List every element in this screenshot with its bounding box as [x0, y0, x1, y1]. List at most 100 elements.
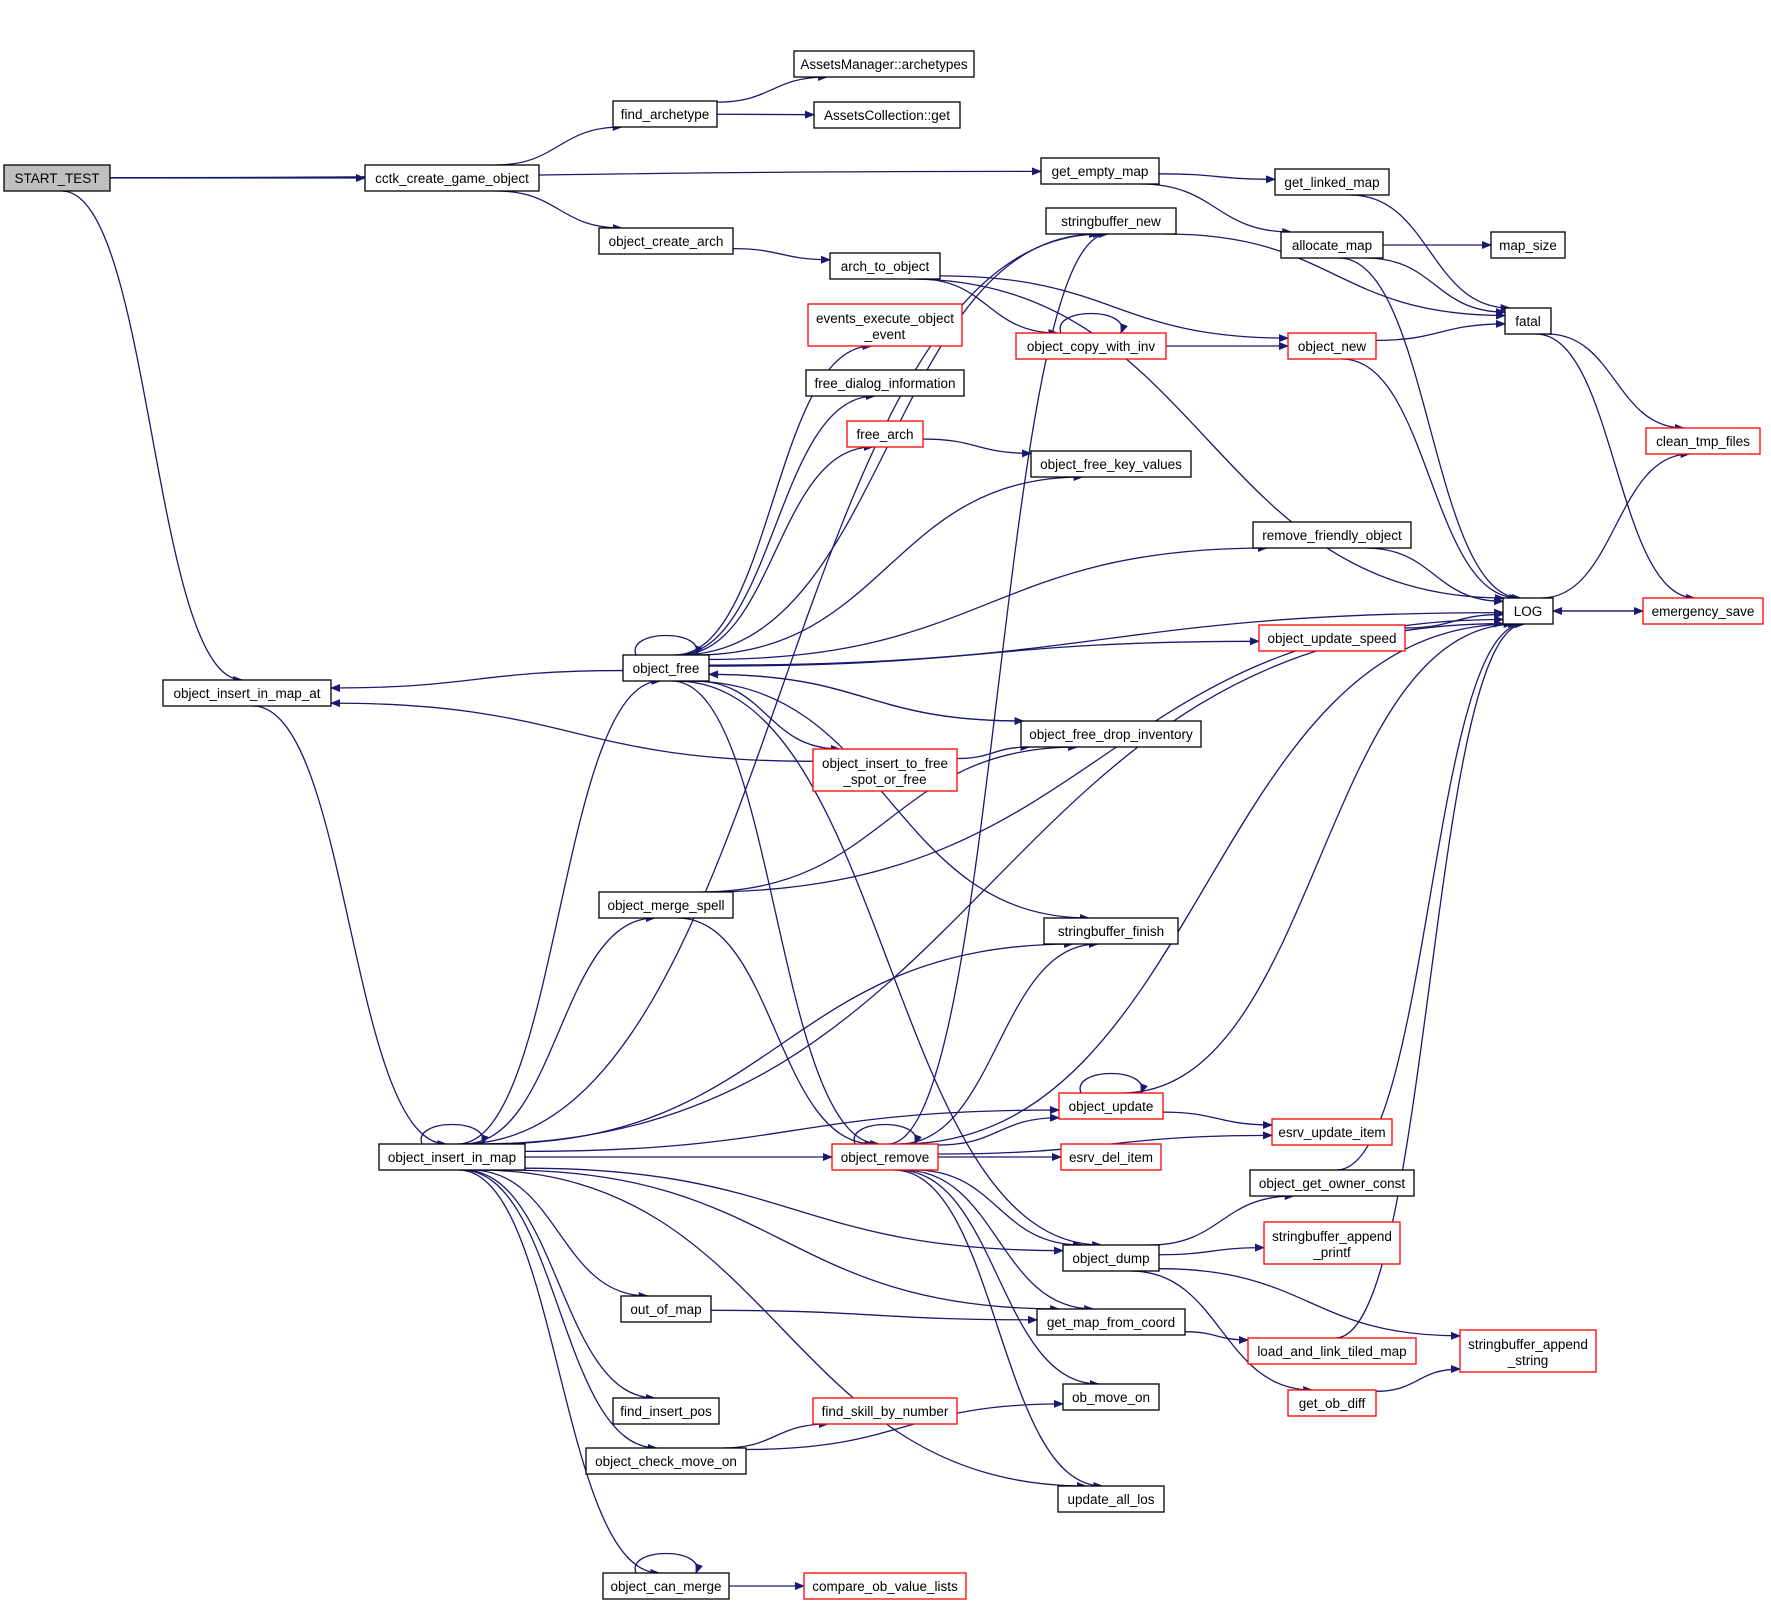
node-fatal[interactable]: fatal [1504, 307, 1552, 335]
node-stringbuffer_append_string[interactable]: stringbuffer_append_string [1459, 1329, 1597, 1373]
node-box [803, 1572, 967, 1600]
node-object_remove[interactable]: object_remove [831, 1143, 939, 1171]
edge-get_empty_map-to-get_linked_map [1158, 173, 1276, 184]
node-object_free_drop_inventory[interactable]: object_free_drop_inventory [1020, 720, 1202, 748]
edge-object_can_merge-to-object_can_merge [634, 1552, 703, 1574]
node-box [1504, 307, 1552, 335]
node-object_insert_to_free_spot_or_free[interactable]: object_insert_to_free_spot_or_free [812, 748, 958, 792]
node-label: stringbuffer_append [1468, 1337, 1588, 1352]
edge-object_free-to-object_update_speed [708, 637, 1260, 667]
edge-object_insert_to_free_spot_or_free-to-object_free_drop_inventory [956, 743, 1031, 760]
node-box [846, 420, 924, 448]
node-find_archetype[interactable]: find_archetype [612, 100, 718, 128]
node-esrv_del_item[interactable]: esrv_del_item [1060, 1143, 1162, 1171]
edge-START_TEST-to-get_empty_map [109, 167, 1042, 179]
node-box [1287, 332, 1377, 360]
node-label: find_archetype [621, 107, 710, 122]
node-label: object_can_merge [610, 1579, 721, 1594]
node-box [598, 227, 734, 255]
node-stringbuffer_new[interactable]: stringbuffer_new [1045, 207, 1177, 235]
node-object_can_merge[interactable]: object_can_merge [602, 1572, 730, 1600]
edge-object_create_arch-to-arch_to_object [732, 247, 831, 264]
edge-get_map_from_coord-to-load_and_link_tiled_map [1184, 1331, 1249, 1344]
node-object_get_owner_const[interactable]: object_get_owner_const [1249, 1169, 1415, 1197]
node-map_size[interactable]: map_size [1490, 231, 1566, 259]
node-object_insert_in_map[interactable]: object_insert_in_map [378, 1143, 526, 1171]
node-clean_tmp_files[interactable]: clean_tmp_files [1645, 427, 1761, 455]
call-edges [61, 73, 1697, 1590]
node-events_execute_object_event[interactable]: events_execute_object_event [807, 303, 963, 347]
edge-object_insert_in_map-to-stringbuffer_new [461, 230, 1103, 1145]
node-compare_ob_value_lists[interactable]: compare_ob_value_lists [803, 1572, 967, 1600]
edge-object_new-to-fatal [1375, 319, 1506, 342]
node-label: clean_tmp_files [1656, 434, 1750, 449]
node-free_dialog_information[interactable]: free_dialog_information [805, 369, 965, 397]
node-update_all_los[interactable]: update_all_los [1057, 1485, 1165, 1513]
node-box [364, 164, 540, 192]
node-label: emergency_save [1652, 604, 1755, 619]
edge-object_insert_in_map-to-object_check_move_on [461, 1169, 658, 1452]
node-label: get_ob_diff [1299, 1396, 1366, 1411]
node-object_copy_with_inv[interactable]: object_copy_with_inv [1015, 332, 1167, 360]
node-free_arch[interactable]: free_arch [846, 420, 924, 448]
node-box [1062, 1244, 1160, 1272]
node-load_and_link_tiled_map[interactable]: load_and_link_tiled_map [1247, 1337, 1417, 1365]
node-stringbuffer_finish[interactable]: stringbuffer_finish [1043, 917, 1179, 945]
node-box [1249, 1169, 1415, 1197]
node-box [1258, 624, 1406, 652]
node-find_insert_pos[interactable]: find_insert_pos [612, 1397, 720, 1425]
node-object_dump[interactable]: object_dump [1062, 1244, 1160, 1272]
edge-object_dump-to-object_get_owner_const [1149, 1192, 1295, 1246]
node-object_free[interactable]: object_free [622, 654, 710, 682]
edge-object_free-to-remove_friendly_object [708, 544, 1268, 661]
edge-object_merge_spell-to-object_free_drop_inventory [699, 743, 1079, 893]
node-box [598, 891, 734, 919]
node-LOG[interactable]: LOG [1502, 597, 1554, 625]
node-label: stringbuffer_finish [1058, 924, 1164, 939]
edge-allocate_map-to-fatal [1365, 257, 1506, 317]
node-label: arch_to_object [841, 259, 930, 274]
node-allocate_map[interactable]: allocate_map [1280, 231, 1384, 259]
node-box [1062, 1383, 1160, 1411]
node-label: fatal [1515, 314, 1541, 329]
edge-object_free-to-free_dialog_information [675, 392, 877, 656]
node-object_new[interactable]: object_new [1287, 332, 1377, 360]
edge-object_insert_in_map-to-stringbuffer_finish [489, 940, 1075, 1145]
node-AssetsManager_archetypes[interactable]: AssetsManager::archetypes [793, 50, 975, 78]
node-get_linked_map[interactable]: get_linked_map [1274, 168, 1390, 196]
node-get_map_from_coord[interactable]: get_map_from_coord [1036, 1308, 1186, 1336]
edge-START_TEST-to-object_insert_in_map_at [61, 190, 244, 684]
node-object_merge_spell[interactable]: object_merge_spell [598, 891, 734, 919]
node-ob_move_on[interactable]: ob_move_on [1062, 1383, 1160, 1411]
node-esrv_update_item[interactable]: esrv_update_item [1271, 1118, 1393, 1146]
edge-object_insert_to_free_spot_or_free-to-object_insert_in_map_at [330, 699, 814, 762]
node-get_ob_diff[interactable]: get_ob_diff [1287, 1389, 1377, 1417]
node-cctk_create_game_object[interactable]: cctk_create_game_object [364, 164, 540, 192]
node-object_update_speed[interactable]: object_update_speed [1258, 624, 1406, 652]
node-object_check_move_on[interactable]: object_check_move_on [585, 1447, 747, 1475]
node-label: START_TEST [14, 171, 99, 186]
node-out_of_map[interactable]: out_of_map [620, 1295, 712, 1323]
node-box [831, 1143, 939, 1171]
node-label: free_arch [856, 427, 913, 442]
node-find_skill_by_number[interactable]: find_skill_by_number [812, 1397, 958, 1425]
node-stringbuffer_append_printf[interactable]: stringbuffer_append_printf [1263, 1221, 1401, 1265]
node-box [622, 654, 710, 682]
node-label: object_free_drop_inventory [1029, 727, 1193, 742]
node-object_insert_in_map_at[interactable]: object_insert_in_map_at [162, 679, 332, 707]
edge-remove_friendly_object-to-LOG [1365, 547, 1504, 606]
edge-object_insert_in_map_at-to-object_insert_in_map [252, 705, 448, 1148]
node-object_update[interactable]: object_update [1058, 1092, 1164, 1120]
edge-object_remove-to-LOG [900, 620, 1514, 1145]
node-AssetsCollection_get[interactable]: AssetsCollection::get [813, 101, 961, 129]
node-arch_to_object[interactable]: arch_to_object [829, 252, 941, 280]
edge-object_dump-to-get_ob_diff [1130, 1270, 1314, 1394]
node-object_create_arch[interactable]: object_create_arch [598, 227, 734, 255]
node-get_empty_map[interactable]: get_empty_map [1040, 157, 1160, 185]
node-emergency_save[interactable]: emergency_save [1642, 597, 1764, 625]
node-START_TEST[interactable]: START_TEST [3, 164, 111, 192]
node-object_free_key_values[interactable]: object_free_key_values [1030, 450, 1192, 478]
node-remove_friendly_object[interactable]: remove_friendly_object [1252, 521, 1412, 549]
node-label: compare_ob_value_lists [812, 1579, 958, 1594]
